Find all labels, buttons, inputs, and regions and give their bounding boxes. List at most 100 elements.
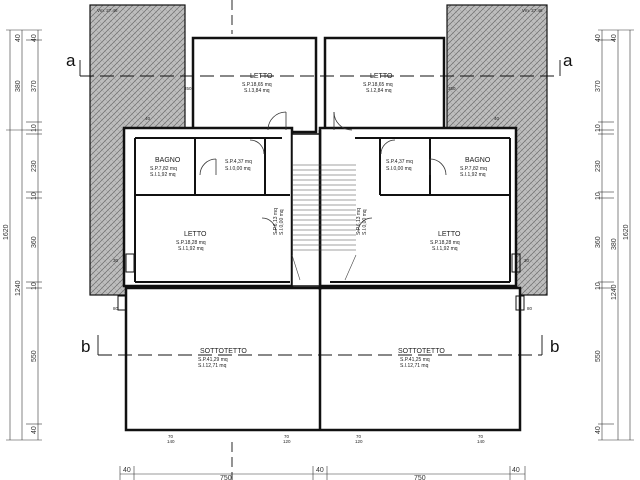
room-sottotetto-right: SOTTOTETTO S.P.41,25 mq S.I.12,71 mq bbox=[398, 348, 445, 369]
dims-left-inner: 40 370 10 230 10 360 10 550 40 bbox=[31, 34, 38, 434]
room-disimpegno-left: S.P.4,37 mq S.I.0,00 mq bbox=[225, 159, 252, 172]
svg-text:230: 230 bbox=[31, 160, 38, 172]
room-sottotetto-left: SOTTOTETTO S.P.41,29 mq S.I.12,71 mq bbox=[198, 348, 247, 369]
svg-text:S.P.41,29 mq: S.P.41,29 mq bbox=[198, 357, 228, 363]
svg-text:LETTO: LETTO bbox=[370, 73, 393, 80]
svg-text:370: 370 bbox=[31, 80, 38, 92]
svg-text:S.I.0,00 mq: S.I.0,00 mq bbox=[279, 209, 285, 235]
svg-text:70: 70 bbox=[168, 434, 174, 439]
label-40-right: 40 bbox=[494, 116, 500, 121]
label-80-right: 80 bbox=[527, 306, 533, 311]
svg-text:10: 10 bbox=[595, 124, 602, 132]
svg-text:S.I.0,00 mq: S.I.0,00 mq bbox=[225, 166, 251, 172]
room-letto-top-left: LETTO S.P.18,65 mq S.I.3,84 mq bbox=[242, 73, 273, 94]
svg-text:LETTO: LETTO bbox=[438, 231, 461, 238]
section-mark-b-right: b bbox=[550, 337, 559, 356]
svg-text:S.P.4,37 mq: S.P.4,37 mq bbox=[386, 159, 413, 165]
svg-text:10: 10 bbox=[31, 282, 38, 290]
room-letto-top-right: LETTO S.P.18,65 mq S.I.2,84 mq bbox=[363, 73, 393, 94]
svg-text:370: 370 bbox=[595, 80, 602, 92]
svg-text:40: 40 bbox=[31, 34, 38, 42]
label-30-left: 30 bbox=[113, 258, 119, 263]
door-swings bbox=[199, 111, 447, 233]
room-stair-right: S.P.6,13 mq S.I.0,00 mq bbox=[356, 208, 368, 235]
section-mark-a-left: a bbox=[66, 51, 76, 70]
svg-text:40: 40 bbox=[595, 34, 602, 42]
room-letto-mid-left: LETTO S.P.18,28 mq S.I.1,92 mq bbox=[176, 231, 207, 252]
svg-text:BAGNO: BAGNO bbox=[155, 157, 181, 164]
svg-text:S.P.4,37 mq: S.P.4,37 mq bbox=[225, 159, 252, 165]
svg-text:10: 10 bbox=[31, 192, 38, 200]
room-bagno-right: BAGNO S.P.7,82 mq S.I.1,92 mq bbox=[460, 157, 491, 178]
svg-text:S.I.2,84 mq: S.I.2,84 mq bbox=[366, 88, 392, 94]
svg-text:SOTTOTETTO: SOTTOTETTO bbox=[200, 348, 247, 355]
svg-text:140: 140 bbox=[167, 439, 175, 444]
label-350-left: 350 bbox=[184, 86, 192, 91]
svg-text:S.I.0,00 mq: S.I.0,00 mq bbox=[362, 209, 368, 235]
svg-text:70: 70 bbox=[478, 434, 484, 439]
svg-text:SOTTOTETTO: SOTTOTETTO bbox=[398, 348, 445, 355]
room-bagno-left: BAGNO S.P.7,82 mq S.I.1,92 mq bbox=[150, 157, 181, 178]
terrace-right-label: Vm. 27.46 bbox=[522, 8, 543, 13]
svg-text:40: 40 bbox=[123, 467, 131, 474]
svg-text:LETTO: LETTO bbox=[250, 73, 273, 80]
svg-text:40: 40 bbox=[512, 467, 520, 474]
label-80-left: 80 bbox=[113, 306, 119, 311]
label-40-left: 40 bbox=[145, 116, 151, 121]
dimension-lines-bottom bbox=[119, 466, 526, 480]
svg-text:S.P.41,25 mq: S.P.41,25 mq bbox=[400, 357, 430, 363]
svg-text:S.P.18,28 mq: S.P.18,28 mq bbox=[176, 240, 206, 246]
svg-text:S.P.18,65 mq: S.P.18,65 mq bbox=[363, 82, 393, 88]
room-disimpegno-right: S.P.4,37 mq S.I.0,00 mq bbox=[386, 159, 413, 172]
svg-text:1620: 1620 bbox=[623, 224, 630, 240]
svg-text:10: 10 bbox=[31, 124, 38, 132]
svg-text:10: 10 bbox=[595, 192, 602, 200]
svg-text:750: 750 bbox=[414, 475, 426, 480]
svg-text:S.P.18,65 mq: S.P.18,65 mq bbox=[242, 82, 272, 88]
dimension-lines-left bbox=[6, 29, 42, 441]
walls bbox=[117, 36, 525, 432]
svg-text:70: 70 bbox=[284, 434, 290, 439]
svg-text:120: 120 bbox=[355, 439, 363, 444]
svg-text:S.I.1,92 mq: S.I.1,92 mq bbox=[150, 172, 176, 178]
svg-text:1620: 1620 bbox=[3, 224, 10, 240]
svg-text:S.I.0,00 mq: S.I.0,00 mq bbox=[386, 166, 412, 172]
svg-text:S.I.12,71 mq: S.I.12,71 mq bbox=[198, 363, 227, 369]
svg-text:70: 70 bbox=[356, 434, 362, 439]
svg-text:40: 40 bbox=[611, 34, 618, 42]
svg-text:S.P.7,82 mq: S.P.7,82 mq bbox=[460, 166, 487, 172]
svg-text:LETTO: LETTO bbox=[184, 231, 207, 238]
svg-text:550: 550 bbox=[595, 350, 602, 362]
svg-text:10: 10 bbox=[595, 282, 602, 290]
svg-text:230: 230 bbox=[595, 160, 602, 172]
svg-text:380: 380 bbox=[15, 80, 22, 92]
svg-text:40: 40 bbox=[31, 426, 38, 434]
svg-text:S.I.3,84 mq: S.I.3,84 mq bbox=[244, 88, 270, 94]
svg-text:380: 380 bbox=[611, 238, 618, 250]
svg-text:750: 750 bbox=[220, 475, 232, 480]
svg-text:40: 40 bbox=[595, 426, 602, 434]
svg-text:BAGNO: BAGNO bbox=[465, 157, 491, 164]
dims-right-inner: 40 370 10 230 10 360 10 550 40 bbox=[595, 34, 602, 434]
svg-text:1240: 1240 bbox=[15, 280, 22, 296]
svg-text:S.I.1,92 mq: S.I.1,92 mq bbox=[460, 172, 486, 178]
terrace-left-label: Vm. 27.46 bbox=[97, 8, 118, 13]
svg-text:S.I.1,92 mq: S.I.1,92 mq bbox=[178, 246, 204, 252]
svg-text:360: 360 bbox=[595, 236, 602, 248]
svg-text:S.P.6,13 mq: S.P.6,13 mq bbox=[273, 208, 279, 235]
section-mark-a-right: a bbox=[563, 51, 573, 70]
svg-text:S.P.7,82 mq: S.P.7,82 mq bbox=[150, 166, 177, 172]
label-350-right: 350 bbox=[448, 86, 456, 91]
svg-text:1240: 1240 bbox=[611, 284, 618, 300]
svg-text:S.I.12,71 mq: S.I.12,71 mq bbox=[400, 363, 429, 369]
svg-text:S.P.18,28 mq: S.P.18,28 mq bbox=[430, 240, 460, 246]
svg-text:40: 40 bbox=[15, 34, 22, 42]
door-size-labels: 70 140 70 120 70 120 70 140 bbox=[167, 434, 485, 444]
svg-text:S.P.6,13 mq: S.P.6,13 mq bbox=[356, 208, 362, 235]
svg-text:140: 140 bbox=[477, 439, 485, 444]
label-30-right: 30 bbox=[524, 258, 530, 263]
dims-left-outer: 40 380 1620 1240 bbox=[3, 34, 22, 296]
dims-bottom: 40 750 40 750 40 bbox=[123, 467, 520, 480]
svg-text:40: 40 bbox=[316, 467, 324, 474]
